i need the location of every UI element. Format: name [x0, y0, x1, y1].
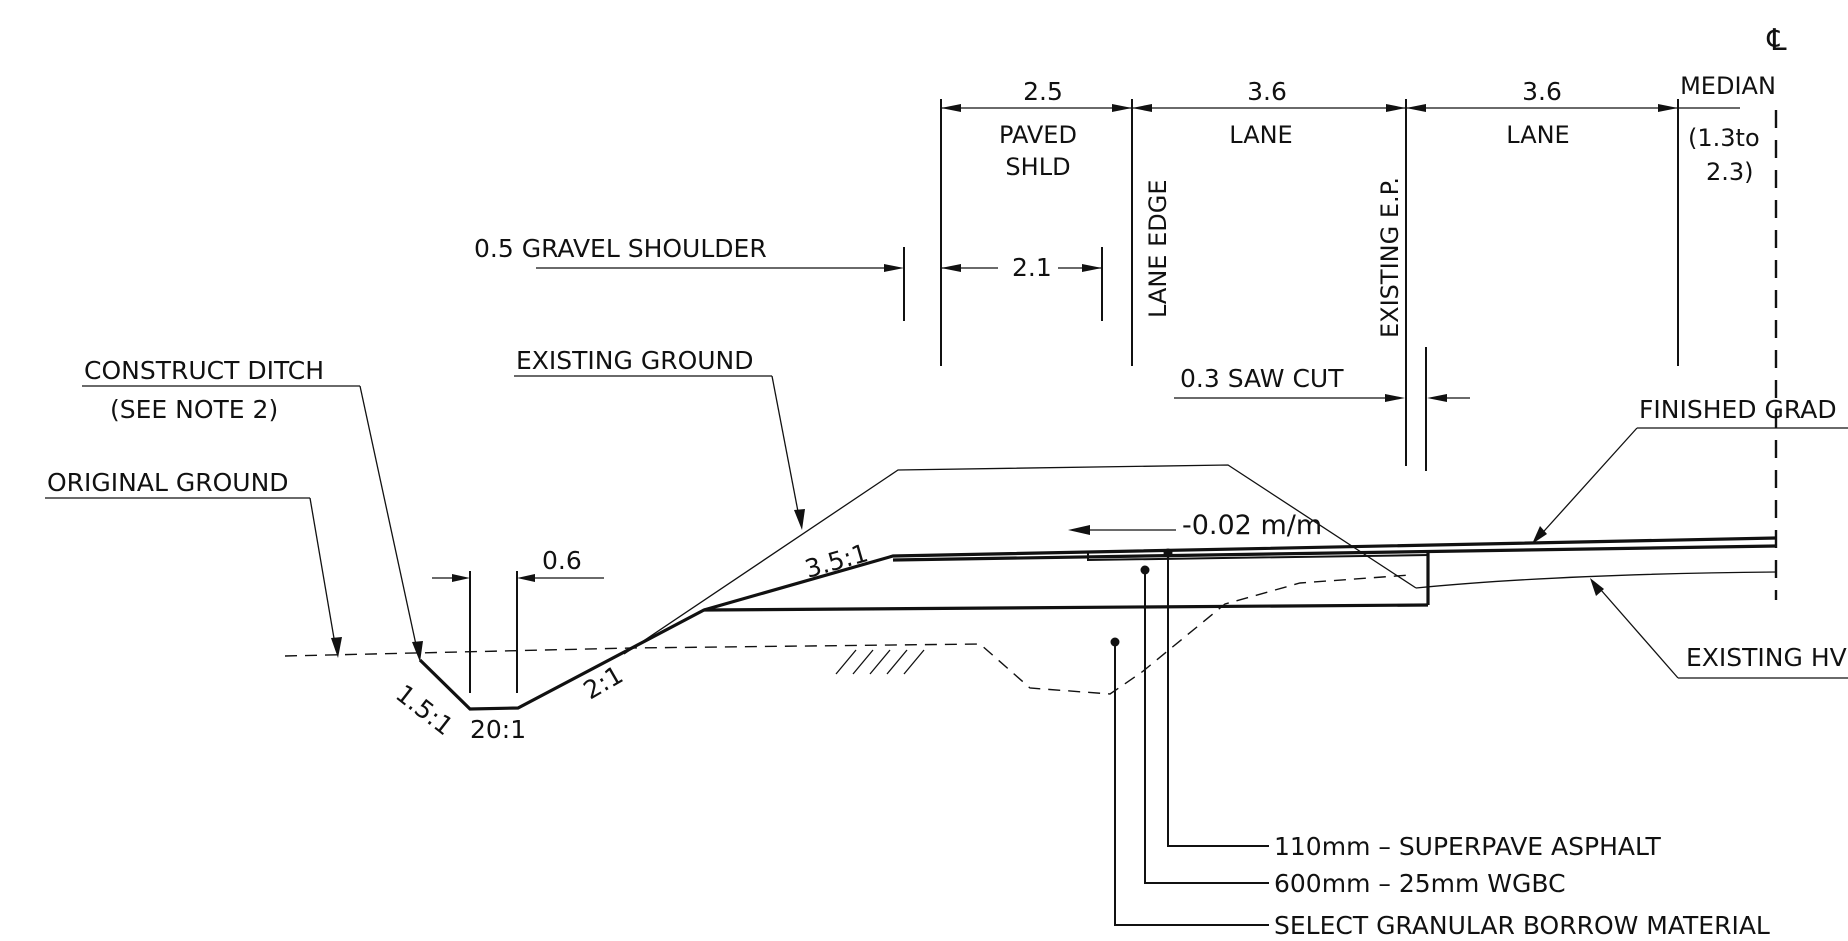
design-section	[418, 536, 1777, 711]
gravel-shoulder-callout	[536, 247, 1103, 321]
lane-edge-label: LANE EDGE	[1144, 180, 1172, 319]
centerline-symbol: ℄	[1766, 23, 1786, 58]
finished-grade-label: FINISHED GRAD	[1639, 395, 1837, 424]
gravel-shoulder-label: 0.5 GRAVEL SHOULDER	[474, 234, 767, 263]
borrow-label: SELECT GRANULAR BORROW MATERIAL	[1274, 911, 1770, 940]
lane1-width-dim: 3.6	[1247, 77, 1287, 106]
median-range-line1: (1.3to	[1688, 124, 1760, 152]
existing-ground-line	[623, 464, 1417, 655]
existing-ep-label: EXISTING E.P.	[1376, 177, 1404, 338]
construct-ditch-callout	[82, 385, 423, 662]
paved-shoulder-label-1: PAVED	[999, 121, 1077, 149]
lane1-label: LANE	[1229, 121, 1292, 149]
original-ground-line	[284, 574, 1411, 695]
ground-hatching	[835, 649, 925, 675]
original-ground-callout	[45, 497, 342, 658]
shoulder-width-dim: 2.5	[1023, 77, 1063, 106]
existing-highway-label: EXISTING HV	[1686, 643, 1847, 672]
asphalt-label: 110mm – SUPERPAVE ASPHALT	[1274, 832, 1661, 861]
existing-ground-callout	[514, 375, 805, 530]
existing-highway-callout	[1590, 578, 1848, 679]
base-label: 600mm – 25mm WGBC	[1274, 869, 1566, 898]
paved-shoulder-label-2: SHLD	[1005, 153, 1070, 181]
fill-slope-label: 3.5:1	[802, 538, 872, 584]
median-range-line2: 2.3)	[1706, 158, 1754, 186]
material-leaders	[1110, 548, 1269, 926]
existing-highway-surface	[1415, 571, 1777, 589]
lane2-label: LANE	[1506, 121, 1569, 149]
see-note-label: (SEE NOTE 2)	[110, 395, 278, 424]
cross-fall-label: -0.02 m/m	[1182, 510, 1322, 541]
ditch-bottom-slope-label: 20:1	[470, 715, 526, 744]
original-ground-label: ORIGINAL GROUND	[47, 468, 289, 497]
construct-ditch-label: CONSTRUCT DITCH	[84, 356, 324, 385]
lane2-width-dim: 3.6	[1522, 77, 1562, 106]
finished-grade-callout	[1532, 427, 1848, 544]
existing-ground-label: EXISTING GROUND	[516, 346, 754, 375]
foreslope-label: 2:1	[579, 660, 628, 705]
top-dimension-lines	[940, 99, 1740, 466]
ditch-bottom-dim: 0.6	[542, 546, 582, 575]
saw-cut-label: 0.3 SAW CUT	[1180, 364, 1344, 393]
saw-cut-callout	[1174, 347, 1470, 471]
median-label: MEDIAN	[1680, 72, 1776, 100]
ditch-bottom-dimension	[432, 571, 604, 693]
gravel-width-dim: 2.1	[1012, 253, 1052, 282]
cross-fall-arrow	[1068, 525, 1176, 535]
